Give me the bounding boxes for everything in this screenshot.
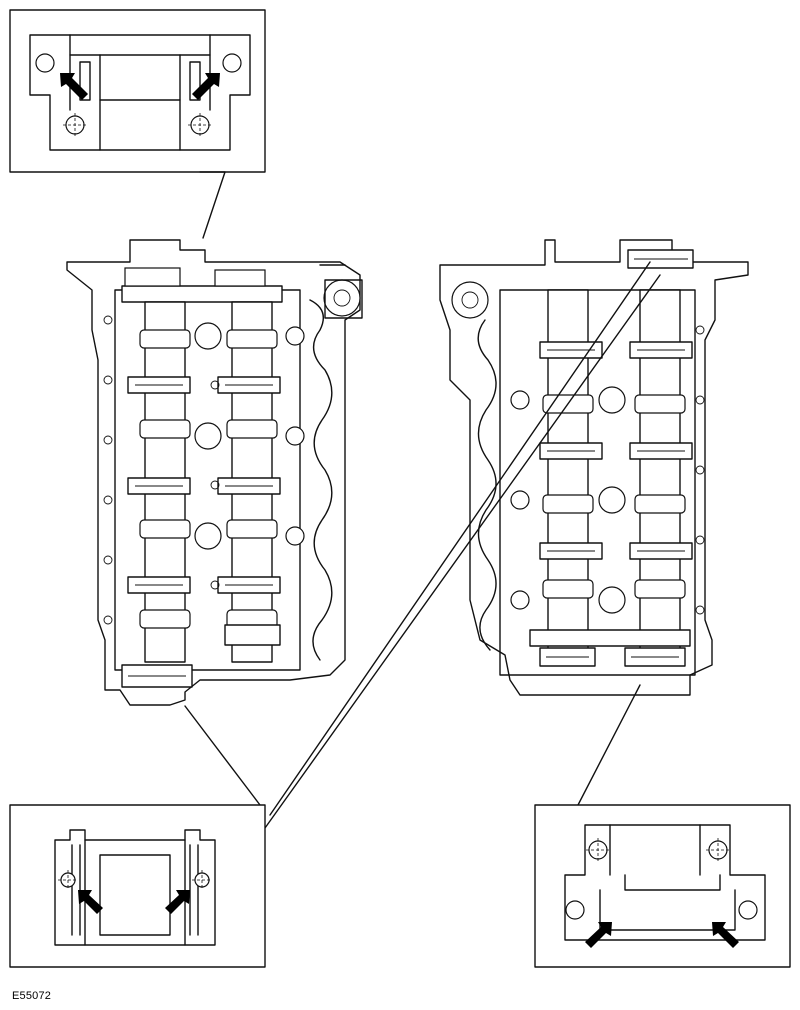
leader-line [184, 705, 261, 806]
arrow-icon [165, 890, 190, 914]
callout-top-left [9, 9, 266, 239]
leader-line [264, 274, 661, 829]
callout-bottom-right [534, 804, 791, 968]
callout-bottom-left [9, 804, 266, 968]
left-cylinder-head [66, 239, 363, 706]
arrow-icon [78, 890, 103, 914]
right-cylinder-head [439, 239, 749, 696]
arrow-icon [60, 73, 88, 100]
arrow-icon [585, 922, 612, 948]
arrow-icon [192, 73, 220, 100]
leader-line [577, 684, 641, 806]
figure-reference-code: E55072 [12, 990, 52, 1002]
leader-line [269, 261, 651, 816]
arrow-icon [712, 922, 739, 948]
